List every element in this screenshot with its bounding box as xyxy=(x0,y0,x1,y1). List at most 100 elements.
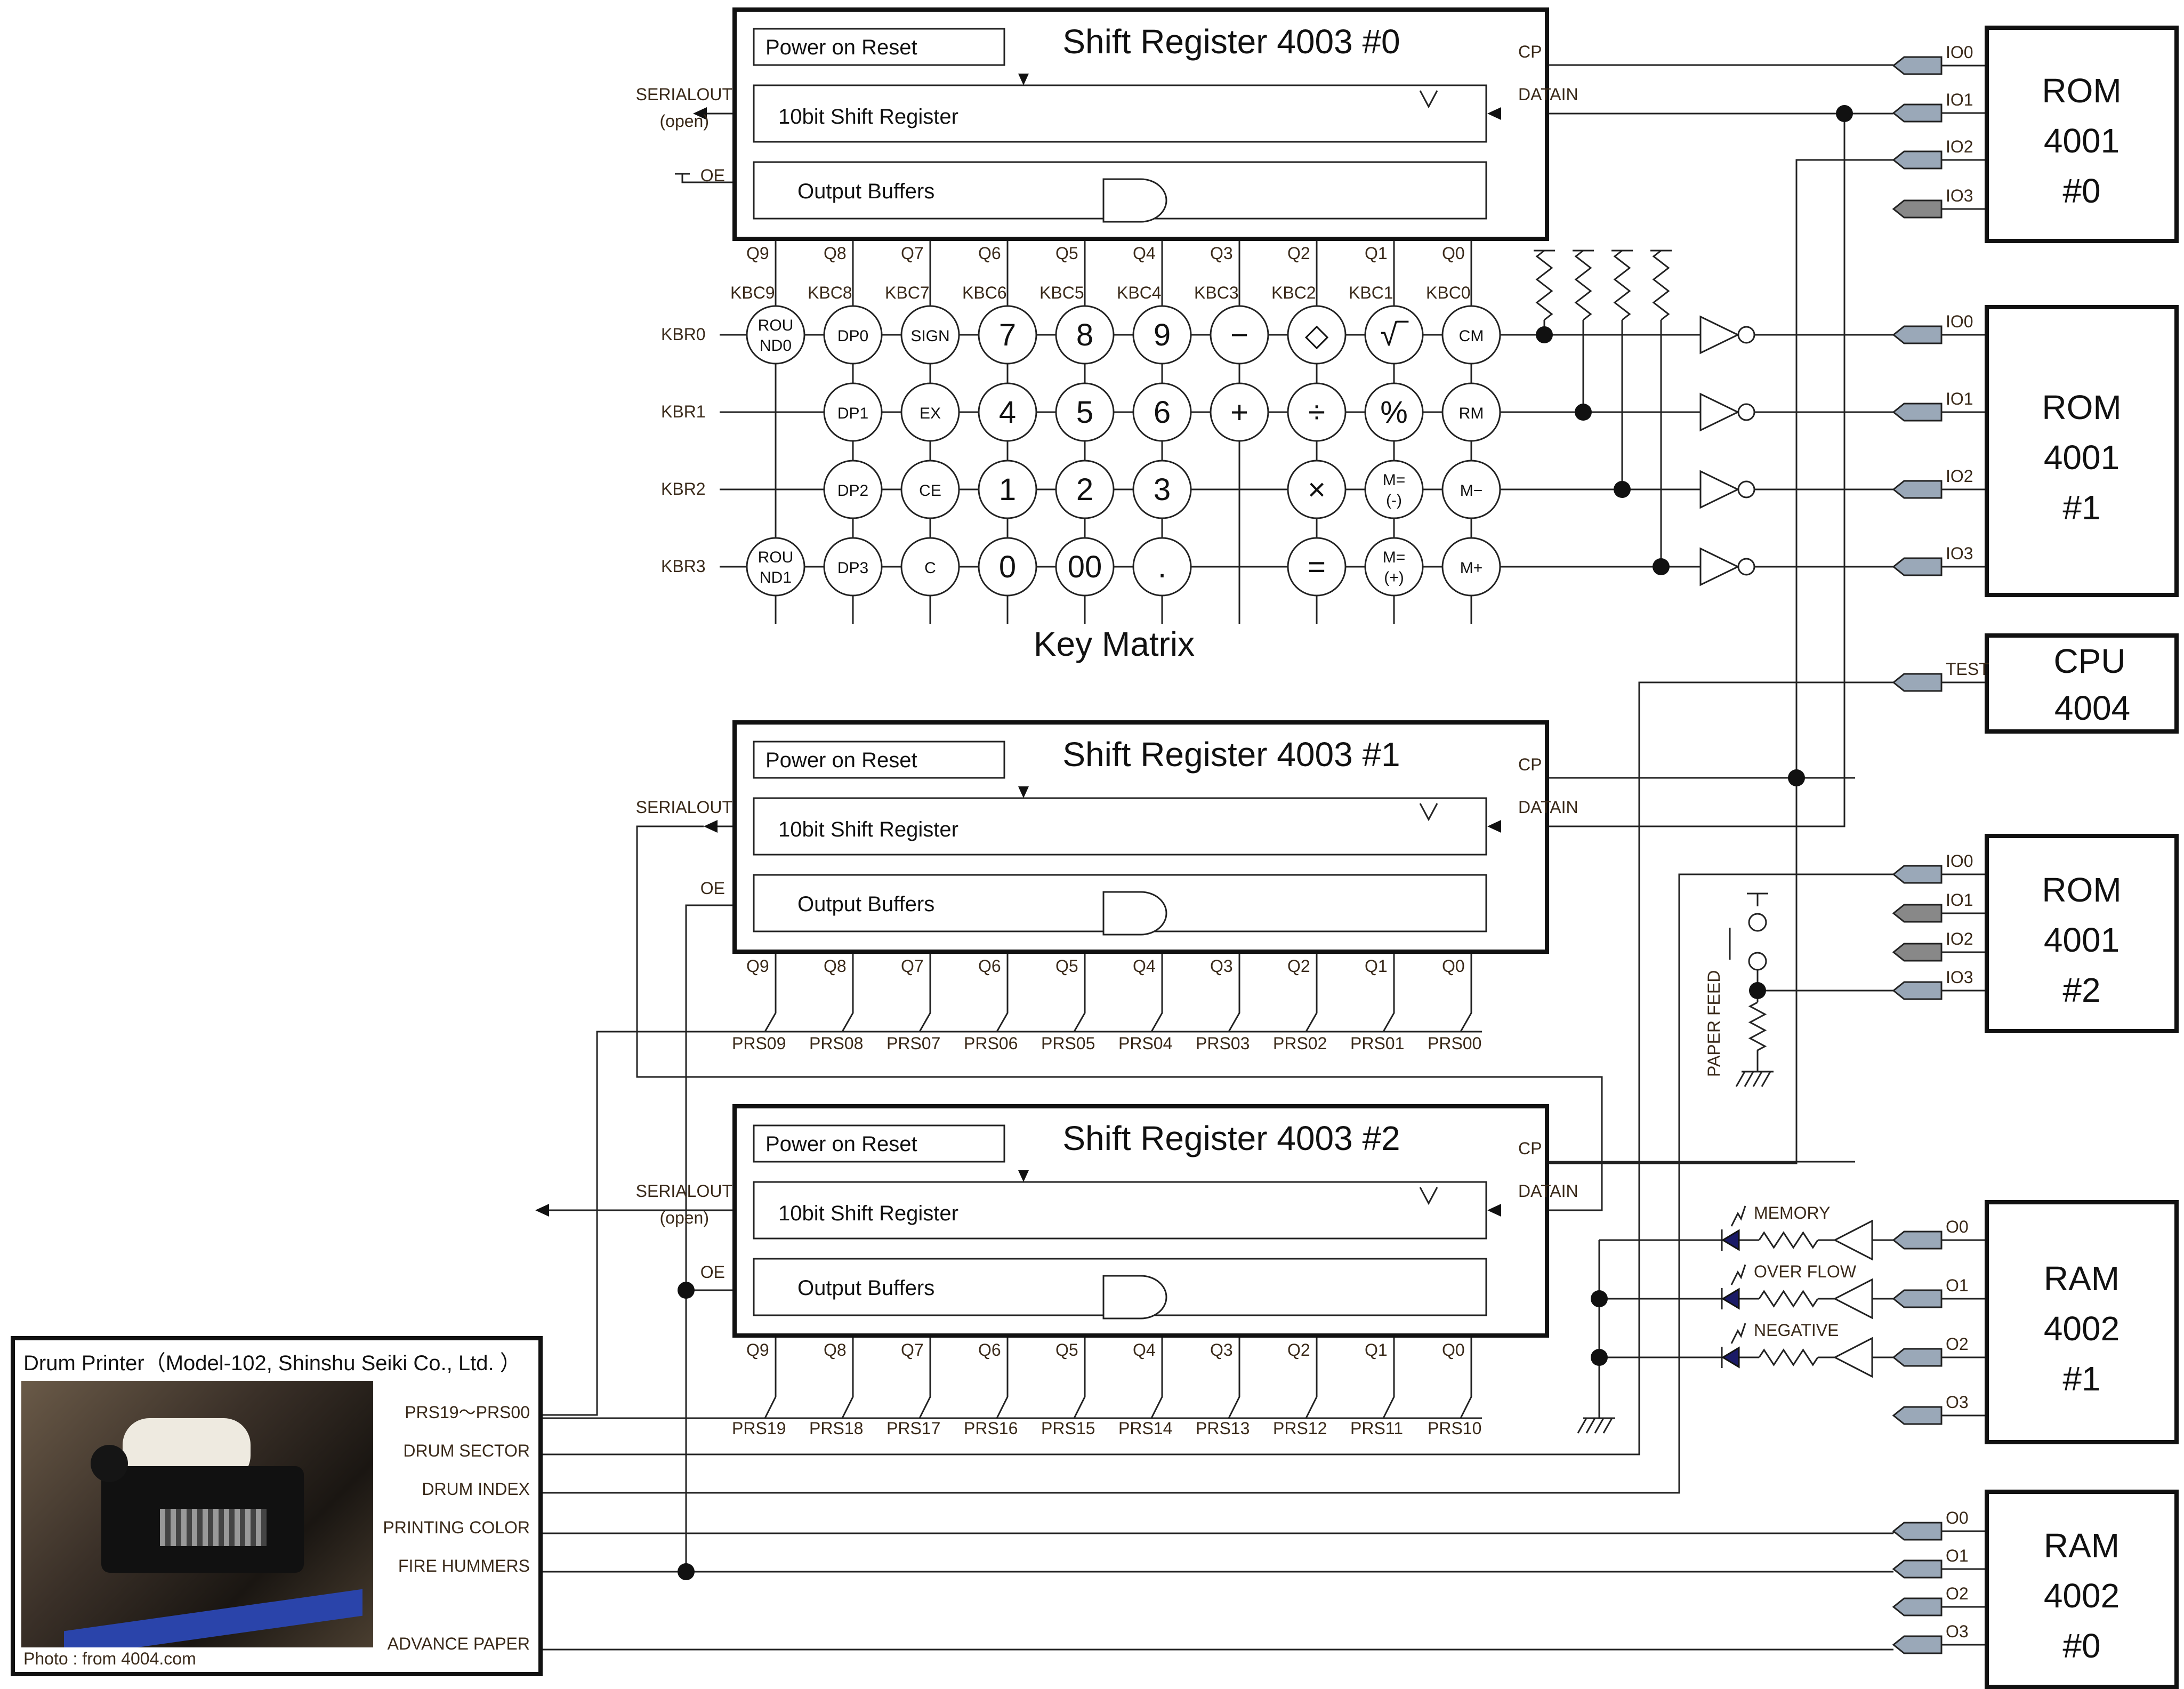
outbuf-label: Output Buffers xyxy=(797,180,934,203)
pin-label: IO3 xyxy=(1946,968,1973,987)
switch-contact-icon xyxy=(1748,952,1767,971)
key-label: CE xyxy=(919,482,941,500)
key-label: 1 xyxy=(999,472,1016,507)
chip-name: CPU xyxy=(2053,642,2125,680)
chip-name: ROM xyxy=(2042,71,2121,110)
chip-number: #0 xyxy=(2062,172,2100,210)
power-on-reset-box xyxy=(753,741,1005,779)
kbc-label: KBC5 xyxy=(1039,283,1084,302)
por-label: Power on Reset xyxy=(765,1132,917,1156)
chip-part: 4002 xyxy=(2044,1577,2119,1615)
junction-dot xyxy=(1836,105,1853,122)
prs-stub xyxy=(1228,984,1240,1032)
prs-label: PRS00 xyxy=(1428,1034,1481,1053)
key-label: SIGN xyxy=(910,327,949,345)
resistor-icon xyxy=(1758,1290,1819,1308)
serialout-label: SERIALOUT xyxy=(636,798,732,817)
prs-label: PRS05 xyxy=(1041,1034,1095,1053)
kbr-label: KBR0 xyxy=(661,325,706,344)
connector-icon xyxy=(1892,981,1943,1000)
datain-label: DATAIN xyxy=(1518,85,1578,104)
connector-icon xyxy=(1892,1635,1943,1654)
key-label: 00 xyxy=(1068,550,1102,584)
chip-part: 4002 xyxy=(2044,1309,2119,1348)
prs-stub xyxy=(996,1368,1009,1419)
q-pin-label: Q1 xyxy=(1365,244,1388,263)
q-pin-label: Q7 xyxy=(901,244,924,263)
key-circle xyxy=(1364,460,1424,519)
resistor-icon xyxy=(1535,250,1553,321)
q-pin-label: Q6 xyxy=(978,1340,1001,1360)
clock-input-icon xyxy=(1419,90,1438,109)
cp-label: CP xyxy=(1518,42,1542,61)
chip-box xyxy=(1985,1200,2179,1444)
clock-input-icon xyxy=(1419,1187,1438,1205)
q-pin-label: Q4 xyxy=(1133,1340,1156,1360)
key-circle xyxy=(746,305,805,365)
kbc-label: KBC6 xyxy=(962,283,1007,302)
key-label: √‾ xyxy=(1380,318,1409,352)
kbc-label: KBC7 xyxy=(885,283,930,302)
junction-dot xyxy=(1591,1290,1608,1307)
prs-stub xyxy=(918,1368,931,1419)
arrow-down-icon xyxy=(1018,786,1029,798)
key-label: C xyxy=(924,559,936,577)
q-pin-label: Q0 xyxy=(1442,956,1465,976)
connector-icon xyxy=(1892,103,1943,123)
q-pin-label: Q5 xyxy=(1055,956,1078,976)
key-circle xyxy=(1364,305,1424,365)
connector-icon xyxy=(1892,1230,1943,1250)
kbc-label: KBC9 xyxy=(730,283,775,302)
key-label: ROU xyxy=(758,317,794,334)
key-circle xyxy=(746,537,805,597)
cp2-wire xyxy=(1429,159,1893,1164)
printer-signal-label: DRUM SECTOR xyxy=(403,1441,530,1460)
chip-box xyxy=(1985,834,2179,1033)
led-label: NEGATIVE xyxy=(1754,1321,1839,1340)
connector-icon xyxy=(1892,1289,1943,1308)
q-pin-label: Q9 xyxy=(746,1340,769,1360)
oe-label: OE xyxy=(700,1262,725,1282)
ground-hatch xyxy=(1594,1418,1605,1434)
prs-label: PRS18 xyxy=(809,1419,863,1438)
key-label: ROU xyxy=(758,549,794,566)
led-icon xyxy=(1721,1288,1740,1310)
q-pin-label: Q3 xyxy=(1210,1340,1233,1360)
chip-number: #0 xyxy=(2062,1627,2100,1665)
connector-icon xyxy=(1892,150,1943,170)
printer-signal-label: DRUM INDEX xyxy=(422,1479,530,1499)
key-circle xyxy=(1441,537,1501,597)
key-label: 9 xyxy=(1154,318,1171,352)
prs-label: PRS08 xyxy=(809,1034,863,1053)
kbr-label: KBR2 xyxy=(661,479,706,498)
prs-stub xyxy=(841,1368,854,1419)
key-label: DP3 xyxy=(837,559,868,577)
prs-stub xyxy=(1073,984,1086,1032)
resistor-icon xyxy=(1748,1001,1767,1051)
q-pin-label: Q5 xyxy=(1055,1340,1078,1360)
key-label: ND0 xyxy=(760,337,792,355)
q-pin-label: Q3 xyxy=(1210,244,1233,263)
prs-stub xyxy=(1305,1368,1318,1419)
led-label: MEMORY xyxy=(1754,1203,1830,1222)
chip-box xyxy=(1985,305,2179,597)
prs-bus-upper xyxy=(533,1031,1482,1416)
key-circle xyxy=(1210,382,1269,442)
printer-title: Drum Printer（Model-102, Shinshu Seiki Co… xyxy=(23,1352,521,1375)
connector-icon xyxy=(1892,56,1943,75)
junction-dot xyxy=(1788,769,1805,786)
pin-label: TEST xyxy=(1946,659,1989,679)
chip-name: ROM xyxy=(2042,388,2121,427)
arrow-down-icon xyxy=(1018,1170,1029,1182)
chip-box xyxy=(1985,633,2179,734)
key-circle xyxy=(823,305,883,365)
prs-label: PRS19 xyxy=(732,1419,786,1438)
pin-label: IO0 xyxy=(1946,43,1973,62)
q-pin-label: Q1 xyxy=(1365,1340,1388,1360)
led-label: OVER FLOW xyxy=(1754,1262,1857,1281)
q-pin-label: Q5 xyxy=(1055,244,1078,263)
prs-label: PRS02 xyxy=(1273,1034,1327,1053)
prs-label: PRS11 xyxy=(1350,1419,1403,1438)
q-pin-label: Q6 xyxy=(978,244,1001,263)
key-circle xyxy=(1441,305,1501,365)
